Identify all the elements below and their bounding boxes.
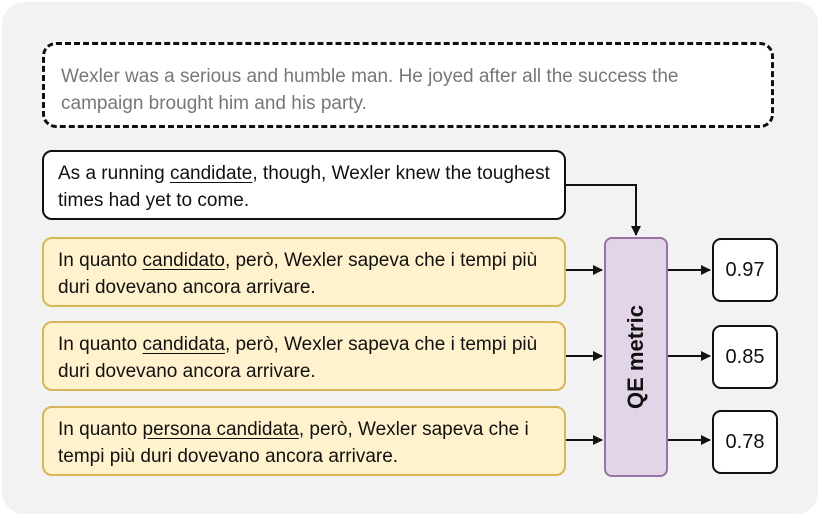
source-to-metric-arrow [566,184,641,236]
candidate-2-after: , però, Wexler sapeva che i tempi più du… [58,334,538,382]
context-text: Wexler was a serious and humble man. He … [61,66,679,114]
candidate-3-after: , però, Wexler sapeva che i tempi più du… [58,419,529,467]
candidate-3-before: In quanto [58,419,143,440]
candidate-3-highlight: persona candidata [142,419,299,440]
candidate-translation-3: In quanto persona candidata, però, Wexle… [42,406,566,476]
candidate-1-after: , però, Wexler sapeva che i tempi più du… [58,250,538,298]
context-box: Wexler was a serious and humble man. He … [42,42,774,128]
score-2-value: 0.85 [725,345,765,368]
qe-metric-box: QE metric [604,237,668,477]
candidate-2-highlight: candidata [142,334,225,355]
candidate-translation-2: In quanto candidata, però, Wexler sapeva… [42,321,566,391]
candidate-1-highlight: candidato [142,250,225,271]
score-box-2: 0.85 [712,325,778,389]
source-highlight-word: candidate [169,163,253,184]
source-text-after: , though, Wexler knew the toughest times… [58,163,550,211]
candidate-2-before: In quanto [58,334,143,355]
source-sentence-box: As a running candidate, though, Wexler k… [42,150,566,220]
score-1-value: 0.97 [725,258,765,281]
score-box-1: 0.97 [712,238,778,302]
candidate-1-before: In quanto [58,250,143,271]
score-box-3: 0.78 [712,410,778,474]
score-3-value: 0.78 [725,430,765,453]
source-text-before: As a running [58,163,170,184]
candidate-translation-1: In quanto candidato, però, Wexler sapeva… [42,237,566,307]
